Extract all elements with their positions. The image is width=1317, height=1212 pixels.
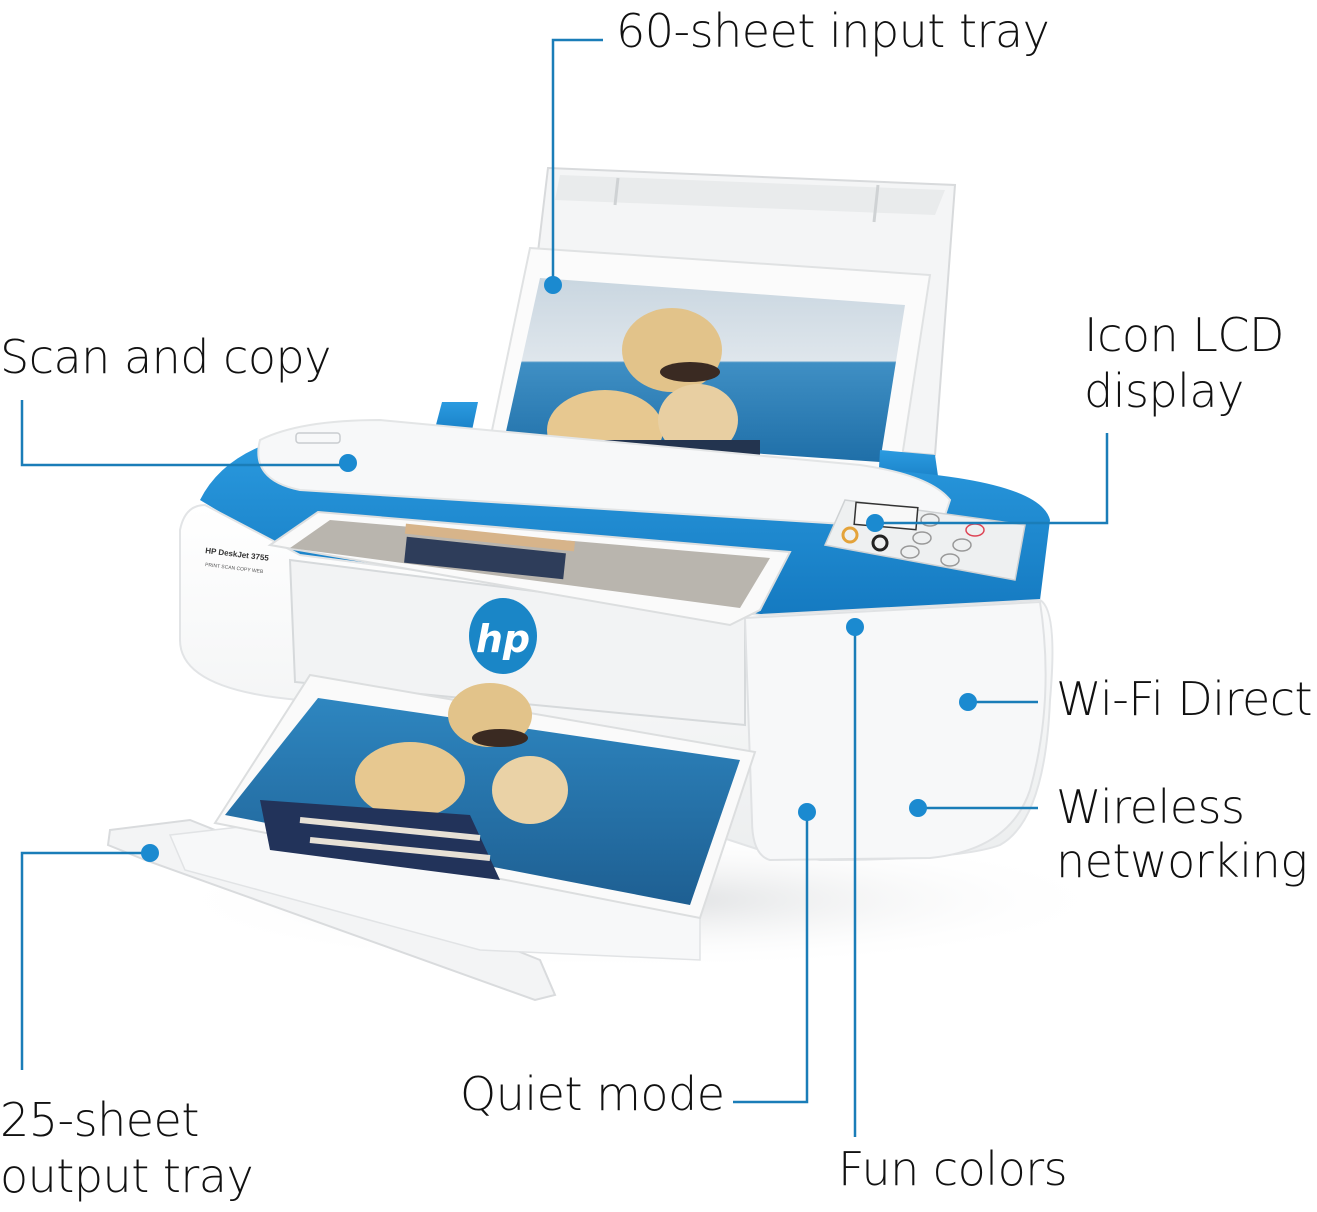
callout-line-quiet-mode xyxy=(733,812,809,1104)
callout-lines xyxy=(20,38,1109,1137)
callout-line-output-tray xyxy=(20,851,150,1070)
callout-line-lcd xyxy=(875,433,1109,525)
callout-dot-fun-colors xyxy=(846,618,864,636)
callout-dot-output-tray xyxy=(141,844,159,862)
callout-dot-wifi-direct xyxy=(959,693,977,711)
lcd-screen xyxy=(853,501,919,531)
callout-label-lcd-line1: Icon LCD xyxy=(1084,308,1284,362)
callout-label-wifi-direct: Wi-Fi Direct xyxy=(1056,672,1313,726)
callout-label-output-tray-line1: 25-sheet xyxy=(0,1093,199,1147)
color-copy-button xyxy=(841,526,859,544)
callout-label-output-tray-line2: output tray xyxy=(0,1149,254,1203)
callout-label-input-tray: 60-sheet input tray xyxy=(616,4,1050,58)
callout-label-wireless-line1: Wireless xyxy=(1056,780,1245,834)
scanned-photo xyxy=(267,510,792,627)
callout-label-wireless-line2: networking xyxy=(1056,834,1308,888)
callout-dot-input-tray xyxy=(544,276,562,294)
bw-copy-button xyxy=(871,534,889,552)
callout-dots xyxy=(141,276,977,862)
callout-dot-quiet-mode xyxy=(798,803,816,821)
callout-line-scan-copy xyxy=(20,400,348,467)
output-photo xyxy=(213,673,757,920)
svg-text:hp: hp xyxy=(476,617,530,661)
callout-dot-wireless xyxy=(909,799,927,817)
callout-label-fun-colors: Fun colors xyxy=(838,1142,1068,1196)
callout-label-quiet-mode: Quiet mode xyxy=(460,1067,725,1121)
scan-button xyxy=(295,432,341,444)
callout-line-input-tray xyxy=(551,38,603,285)
hp-logo: hp xyxy=(469,598,537,674)
callout-label-scan-copy: Scan and copy xyxy=(0,330,331,384)
callout-label-lcd-line2: display xyxy=(1084,364,1244,418)
callout-dot-scan-copy xyxy=(339,454,357,472)
callout-dot-lcd xyxy=(866,514,884,532)
